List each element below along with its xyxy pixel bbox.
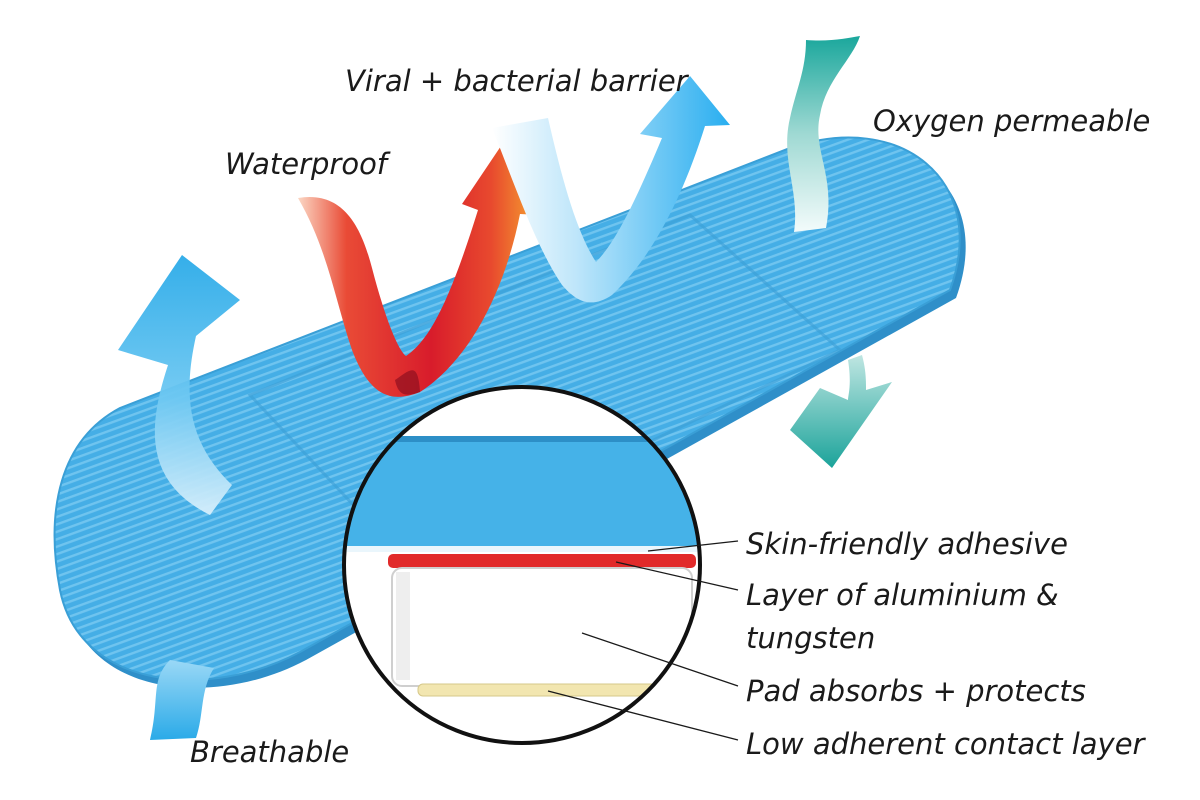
adhesive-label: Skin-friendly adhesive [746, 527, 1068, 561]
aluminium-leader-line [615, 561, 739, 591]
oxygen-label: Oxygen permeable [873, 104, 1150, 138]
breathable-arrow-icon [118, 255, 240, 515]
aluminium-label-line1: Layer of aluminium & [746, 578, 1059, 612]
pad-label: Pad absorbs + protects [746, 674, 1086, 708]
adhesive-layer [344, 546, 700, 552]
absorbent-pad [391, 567, 693, 687]
plaster-layer [344, 436, 700, 550]
adhesive-leader-line [647, 540, 739, 552]
contact-layer [417, 683, 681, 697]
breathable-label: Breathable [190, 735, 349, 769]
waterproof-arrow-icon [298, 140, 540, 397]
breathable-arrow-lower-icon [150, 660, 214, 740]
contact-leader-line [547, 690, 739, 741]
waterproof-label: Waterproof [225, 147, 391, 181]
viral-barrier-arrow-icon [492, 76, 730, 303]
oxygen-arrow-icon [787, 36, 860, 232]
pad-leader-line [581, 632, 739, 687]
contact-label: Low adherent contact layer [746, 727, 1147, 761]
aluminium-label-line2: tungsten [746, 621, 875, 655]
aluminium-layer [388, 554, 696, 568]
viral-barrier-label: Viral + bacterial barrier [345, 64, 690, 98]
cross-section-magnifier [342, 385, 702, 745]
oxygen-out-arrow-icon [790, 355, 892, 468]
